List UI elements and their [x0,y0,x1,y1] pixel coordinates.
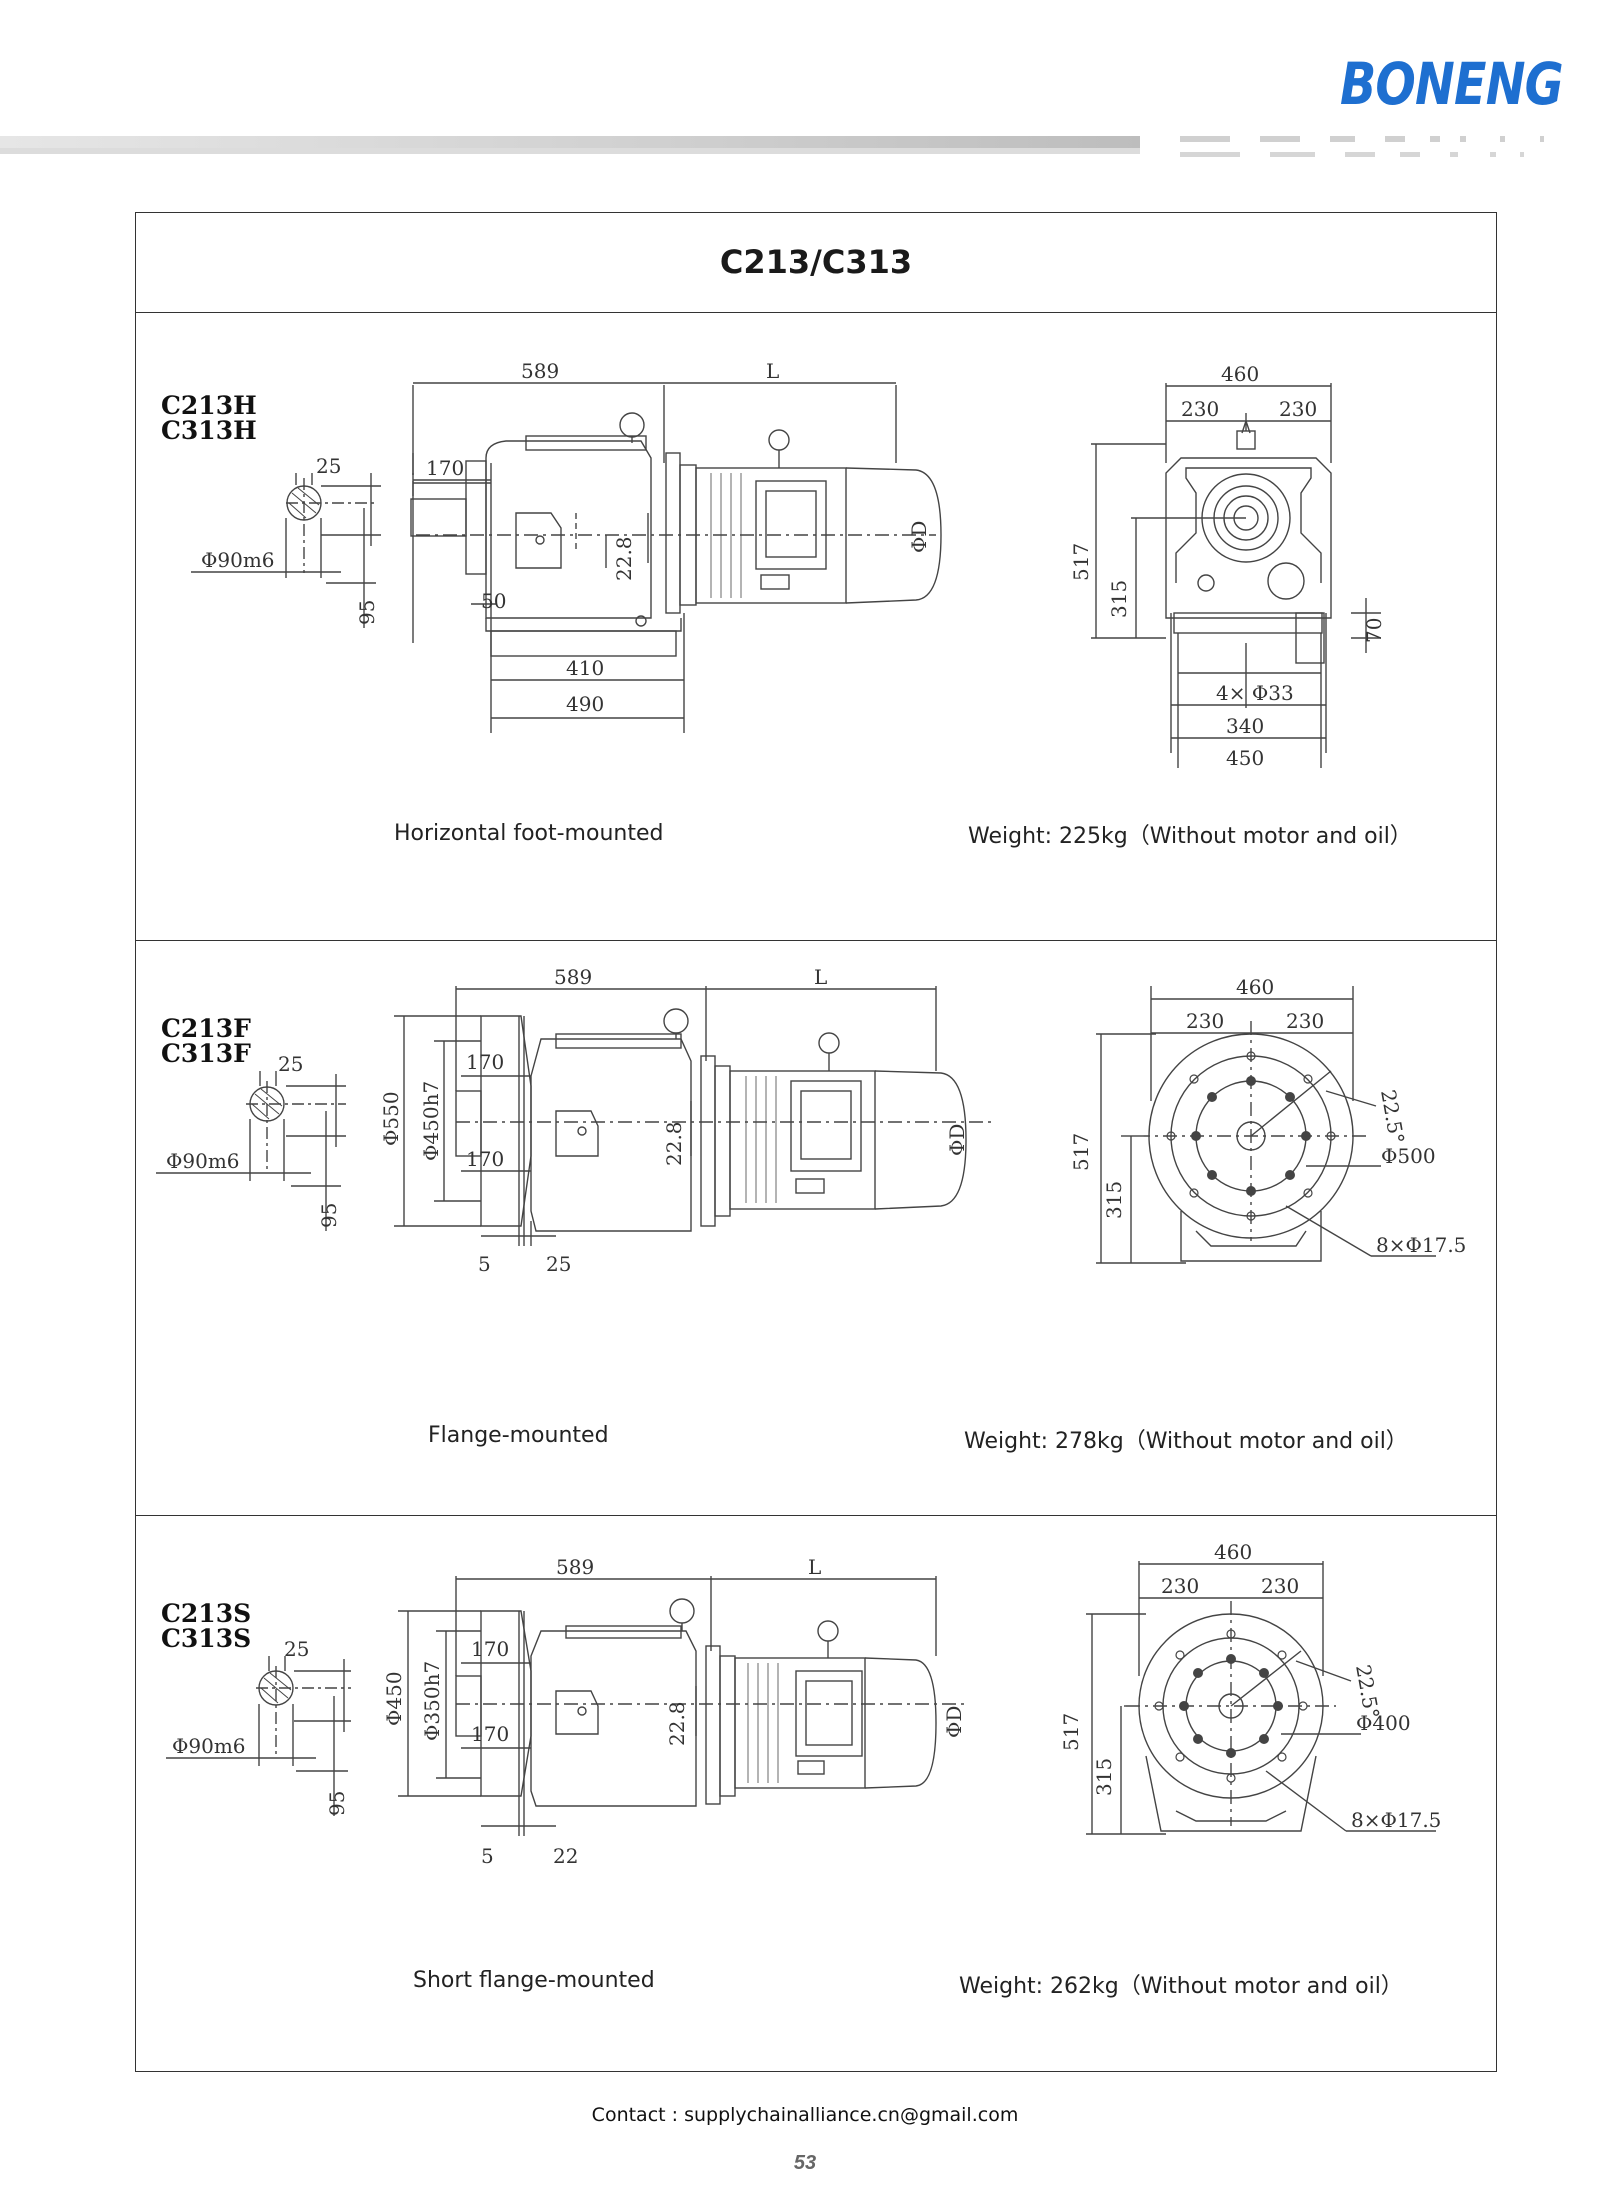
dim-motor-length: L [808,1555,821,1579]
dim-total-length: 589 [521,359,559,383]
mounting-type-label: Short flange-mounted [413,1968,655,1993]
dim-shaft-diameter: Φ90m6 [201,548,275,572]
dim-motor-length: L [814,965,827,989]
dim-hole-spec: 8×Φ17.5 [1351,1808,1441,1832]
model-line-1: C213F [161,1014,251,1043]
dim-spigot-thickness: 5 [478,1252,491,1276]
dim-shaft-height: 95 [317,1203,341,1228]
dim-height: 517 [1059,1713,1083,1751]
dim-hole-spec: 4× Φ33 [1216,681,1294,705]
weight-label: Weight: 225kg（Without motor and oil） [968,824,1412,849]
dim-hole-spec: 8×Φ17.5 [1376,1233,1466,1257]
dim-angle: 22.5° [1376,1088,1409,1146]
dim-flange-diameter: Φ550 [379,1091,403,1146]
dim-shaft-length: 170 [426,456,464,480]
dim-pitch-circle: Φ500 [1381,1144,1436,1168]
brand-logo: BONENG [1340,50,1564,118]
model-line-1: C213S [161,1599,252,1628]
dim-flange-diameter: Φ450 [382,1671,406,1726]
contact-info: Contact : supplychainalliance.cn@gmail.c… [591,2104,1019,2126]
dim-foot-outer: 490 [566,692,604,716]
dimension-drawing: 589 L 170 170 Φ550 Φ450h7 22.8 ΦD 5 25 2… [156,965,1466,1276]
dim-spigot-thickness: 5 [481,1844,494,1868]
spec-table: C213/C313 C213H C313H [135,212,1497,2072]
dim-motor-diameter: ΦD [945,1124,969,1156]
dim-total-length: 589 [556,1555,594,1579]
dim-motor-length: L [766,359,779,383]
model-name: C213S C313S [161,1601,251,1651]
model-line-1: C213H [161,391,257,420]
dim-base-width: 450 [1226,746,1264,770]
model-line-2: C313F [161,1039,251,1068]
dimension-drawing: 589 L 170 50 410 490 22.8 ΦD 25 Φ90m6 95… [191,359,1386,770]
dim-front-half-left: 230 [1186,1009,1224,1033]
dim-shaft-diameter: Φ90m6 [166,1149,240,1173]
mounting-type-label: Horizontal foot-mounted [394,821,664,846]
dim-flange-thickness: 22 [553,1844,578,1868]
dim-motor-diameter: ΦD [907,521,931,553]
dim-foot-inner: 410 [566,656,604,680]
weight-label: Weight: 278kg（Without motor and oil） [964,1429,1408,1454]
model-name: C213F C313F [161,1016,251,1066]
dim-base-height: 70 [1362,618,1386,643]
dim-key-width: 25 [278,1052,303,1076]
header-stripe-band [0,136,1544,157]
table-title: C213/C313 [719,243,913,281]
dim-front-half-left: 230 [1161,1574,1199,1598]
dim-front-width: 460 [1236,975,1274,999]
dim-shaft-height: 95 [325,1791,349,1816]
dim-center-offset: 22.8 [662,1121,686,1166]
model-name: C213H C313H [161,393,257,443]
dim-shaft-height: 95 [355,600,379,625]
dim-shaft-bottom: 170 [466,1147,504,1171]
dim-key-width: 25 [284,1637,309,1661]
model-line-2: C313H [161,416,257,445]
section-flange-mounted: C213F C313F [136,941,1496,1516]
dimension-drawing: 589 L 170 170 Φ450 Φ350h7 22.8 ΦD 5 22 2… [166,1540,1441,1868]
dim-height: 517 [1069,543,1093,581]
dim-shaft-bottom: 170 [471,1722,509,1746]
dim-axis-height: 315 [1102,1181,1126,1219]
dim-axis-height: 315 [1092,1758,1116,1796]
dim-hole-pitch: 340 [1226,714,1264,738]
dim-height: 517 [1069,1133,1093,1171]
section-foot-mounted: C213H C313H [136,313,1496,941]
dim-shaft-diameter: Φ90m6 [172,1734,246,1758]
model-line-2: C313S [161,1624,252,1653]
section-short-flange-mounted: C213S C313S [136,1516,1496,2071]
dim-front-width: 460 [1221,362,1259,386]
page-number: 53 [793,2152,817,2174]
dim-front-width: 460 [1214,1540,1252,1564]
dim-key-width: 25 [316,454,341,478]
dim-axis-height: 315 [1107,580,1131,618]
dim-shaft-top: 170 [466,1050,504,1074]
dim-foot-offset: 50 [481,589,506,613]
dim-spigot-diameter: Φ350h7 [420,1661,444,1741]
dim-pitch-circle: Φ400 [1356,1711,1411,1735]
dim-front-half-left: 230 [1181,397,1219,421]
dim-spigot-diameter: Φ450h7 [419,1081,443,1161]
dim-shaft-top: 170 [471,1637,509,1661]
dim-motor-diameter: ΦD [942,1706,966,1738]
dim-center-offset: 22.8 [612,536,636,581]
mounting-type-label: Flange-mounted [428,1423,609,1448]
dim-flange-thickness: 25 [546,1252,571,1276]
dim-front-half-right: 230 [1286,1009,1324,1033]
weight-label: Weight: 262kg（Without motor and oil） [959,1974,1403,1999]
table-title-row: C213/C313 [136,213,1496,313]
dim-total-length: 589 [554,965,592,989]
dim-center-offset: 22.8 [665,1701,689,1746]
dim-front-half-right: 230 [1279,397,1317,421]
dim-front-half-right: 230 [1261,1574,1299,1598]
